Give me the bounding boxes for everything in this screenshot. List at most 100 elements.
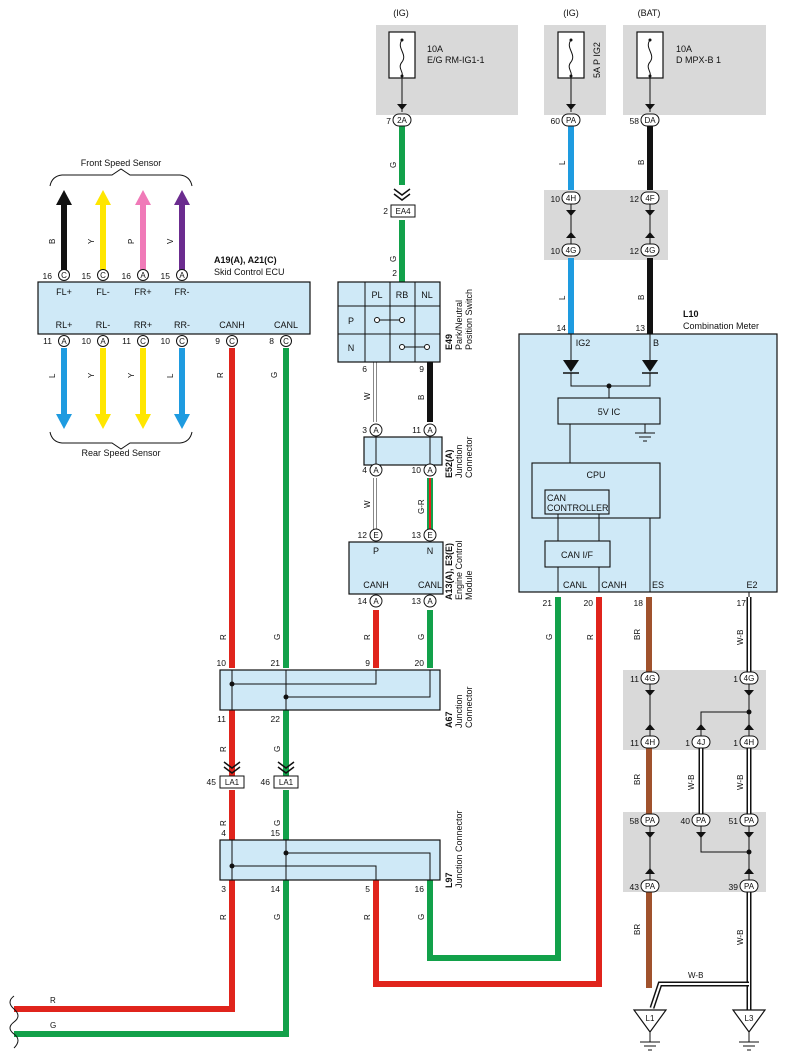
svg-text:10: 10 [551, 194, 561, 204]
fuse2-conn [561, 113, 581, 127]
svg-text:9: 9 [215, 336, 220, 346]
ea4-wire-label: G [389, 256, 398, 262]
skid-top-term-4: 15 A FR- V [161, 238, 190, 297]
svg-text:Junction: Junction [454, 444, 464, 478]
svg-text:G: G [417, 634, 426, 640]
svg-text:C: C [283, 337, 289, 346]
svg-text:FL+: FL+ [56, 287, 72, 297]
svg-text:13: 13 [412, 530, 422, 540]
svg-text:11: 11 [630, 738, 639, 748]
svg-text:Junction: Junction [454, 694, 464, 728]
svg-text:FR+: FR+ [134, 287, 151, 297]
svg-text:21: 21 [271, 658, 281, 668]
svg-text:12: 12 [630, 194, 640, 204]
svg-text:A: A [140, 271, 146, 280]
svg-text:RR+: RR+ [134, 320, 152, 330]
svg-text:10: 10 [217, 658, 227, 668]
svg-text:8: 8 [269, 336, 274, 346]
pig2-wire-label: L [558, 160, 567, 165]
svg-text:4: 4 [362, 465, 367, 475]
ground-junction-4g-4h: 11 4G 1 4G 11 4H 1 4J 1 4H [630, 671, 759, 749]
svg-text:CANH: CANH [363, 580, 389, 590]
svg-text:FR-: FR- [175, 287, 190, 297]
svg-text:PA: PA [566, 116, 577, 125]
svg-text:E2: E2 [746, 580, 757, 590]
canh-wire-label: R [219, 634, 228, 640]
fuse3-desc: D MPX-B 1 [676, 55, 721, 65]
svg-text:14: 14 [358, 596, 368, 606]
fuse1-conn [392, 113, 412, 127]
svg-text:43: 43 [630, 882, 640, 892]
svg-text:4G: 4G [645, 246, 656, 255]
svg-text:11: 11 [43, 336, 52, 346]
svg-text:A: A [61, 337, 67, 346]
ig2-wire-label: L [558, 295, 567, 300]
svg-text:N: N [348, 343, 355, 353]
svg-text:C: C [229, 337, 235, 346]
meter-canh-wire-label: R [586, 634, 595, 640]
l97-junction-connector: 4 15 3 14 5 16 L97 Junction Connector [219, 810, 464, 894]
svg-text:9: 9 [365, 658, 370, 668]
svg-text:A: A [179, 271, 185, 280]
svg-text:Park/Neutral: Park/Neutral [454, 300, 464, 350]
svg-text:RR-: RR- [174, 320, 190, 330]
svg-text:CAN I/F: CAN I/F [561, 550, 594, 560]
fuse1-name: 10A [427, 44, 443, 54]
svg-text:L3: L3 [745, 1014, 754, 1023]
svg-text:17: 17 [737, 598, 747, 608]
svg-text:4F: 4F [645, 194, 654, 203]
svg-text:13: 13 [636, 323, 646, 333]
svg-text:CANL: CANL [418, 580, 442, 590]
svg-text:E: E [373, 531, 378, 540]
svg-text:Y: Y [87, 372, 96, 378]
svg-text:L1: L1 [646, 1014, 655, 1023]
svg-text:PA: PA [744, 816, 755, 825]
svg-text:A: A [427, 597, 433, 606]
skid-bottom-term-canl: CANL 8 C G [269, 320, 298, 378]
gnd-wb-label-1: W-B [687, 775, 696, 790]
svg-text:4H: 4H [744, 738, 754, 747]
l97-g-left-label: G [273, 914, 282, 920]
svg-text:G-R: G-R [417, 499, 426, 514]
fuse-d-mpx [636, 31, 664, 79]
svg-text:11: 11 [412, 425, 421, 435]
svg-text:20: 20 [584, 598, 594, 608]
svg-text:18: 18 [634, 598, 644, 608]
svg-text:C: C [179, 337, 185, 346]
fuse2-name: 5A P IG2 [592, 42, 602, 78]
la1-connector-45: LA1 45 [207, 761, 245, 789]
svg-text:12: 12 [358, 530, 368, 540]
svg-text:R: R [363, 634, 372, 640]
l97-r-right-label: R [363, 914, 372, 920]
svg-text:40: 40 [681, 816, 691, 826]
svg-text:P: P [348, 316, 354, 326]
fuse1-wire-label: G [389, 162, 398, 168]
svg-text:N: N [427, 546, 434, 556]
fuse2-source: (IG) [563, 8, 579, 18]
svg-text:Y: Y [87, 238, 96, 244]
svg-text:LA1: LA1 [279, 778, 294, 787]
svg-text:P: P [127, 239, 136, 244]
gnd-wb-label-4: W-B [688, 971, 703, 980]
svg-text:4G: 4G [645, 674, 656, 683]
svg-text:Junction Connector: Junction Connector [454, 810, 464, 888]
la1-connector-46: LA1 46 [261, 761, 299, 789]
meter-e2-wire-label: W-B [736, 630, 745, 645]
svg-text:A: A [373, 597, 379, 606]
svg-text:W: W [363, 392, 372, 400]
svg-text:PA: PA [744, 882, 755, 891]
fuse-p-ig2 [557, 31, 585, 79]
svg-text:Position Switch: Position Switch [464, 289, 474, 350]
svg-text:CANH: CANH [601, 580, 627, 590]
skid-bottom-term-1: RL+ 11 A L [43, 320, 72, 378]
svg-text:Module: Module [464, 570, 474, 600]
meter-canl-wire-label: G [545, 634, 554, 640]
fuse3-conn [640, 113, 660, 127]
svg-text:L: L [48, 373, 57, 378]
ground-symbol-ic [635, 424, 655, 442]
svg-text:CAN: CAN [547, 493, 566, 503]
a67-junction-connector: 10 21 9 20 11 22 A67 Junction Connector … [217, 658, 474, 752]
park-neutral-position-switch: 2 PL RB NL P N E49 Park/Neutral Position… [337, 268, 474, 400]
svg-text:16: 16 [43, 271, 53, 281]
engine-control-module: 12 E 13 E P N CANH CANL 14 A 13 A A13(A)… [348, 528, 474, 640]
